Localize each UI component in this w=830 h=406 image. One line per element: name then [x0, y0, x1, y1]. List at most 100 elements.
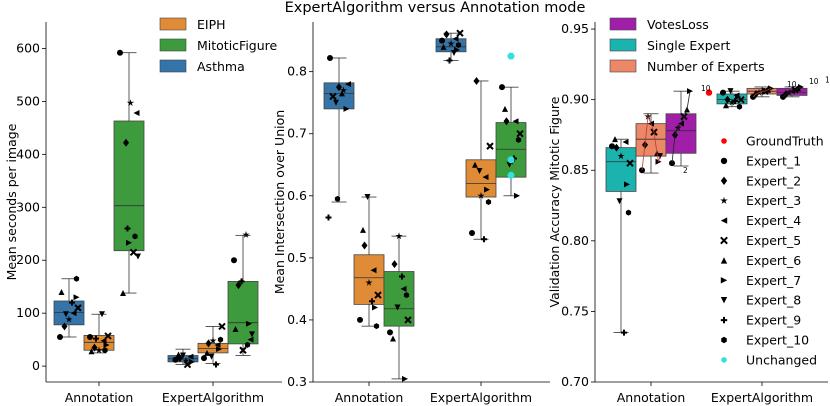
data-point [70, 310, 77, 317]
data-point [482, 174, 489, 181]
y-tick-label: 0.6 [287, 188, 307, 203]
data-point [390, 335, 396, 342]
box-mitoticfigure-expertalgorithm [495, 84, 527, 199]
data-point [135, 253, 141, 260]
data-point [360, 226, 366, 233]
y-tick-label: 0.5 [287, 250, 307, 265]
unchanged-point [507, 52, 515, 60]
point-annotation: 2 [683, 166, 688, 175]
data-point [639, 167, 645, 174]
data-point [239, 346, 247, 354]
data-point [357, 316, 363, 323]
legend-label: Expert_9 [746, 313, 801, 328]
y-axis-label: Mean Intersection over Union [272, 110, 287, 294]
box-eiph-annotation [83, 311, 115, 355]
data-point [732, 98, 738, 105]
box-votesloss-annotation [665, 88, 697, 167]
legend-swatch [159, 38, 187, 52]
data-point [327, 55, 333, 61]
box-body [495, 122, 527, 178]
data-point [612, 136, 618, 143]
point-annotation: 10 [809, 77, 819, 86]
unchanged-point [507, 156, 515, 164]
box-body [113, 120, 145, 252]
data-point [370, 267, 377, 274]
data-point [446, 57, 453, 64]
legend-marker [720, 297, 728, 304]
legend-marker [721, 336, 727, 344]
data-point [133, 110, 140, 117]
data-point [481, 236, 487, 243]
data-point [404, 316, 412, 324]
data-point [609, 143, 615, 150]
data-point [102, 347, 108, 354]
data-point [624, 181, 630, 188]
data-point [325, 214, 332, 221]
legend-swatch [609, 59, 637, 73]
data-point [486, 142, 494, 150]
legend-swatch [609, 17, 637, 31]
legend-marker [721, 357, 727, 363]
data-point [235, 281, 242, 290]
data-point [447, 39, 455, 47]
marker-legend-item-expert-5: Expert_5 [720, 233, 801, 248]
legend-label: Expert_4 [746, 213, 801, 228]
legend-swatch [159, 17, 187, 31]
x-tick-label: ExpertAlgorithm [711, 390, 813, 405]
y-tick-label: 0 [32, 358, 40, 373]
x-tick-label: ExpertAlgorithm [430, 390, 532, 405]
data-point [187, 353, 194, 360]
data-point [687, 88, 693, 95]
data-point [514, 192, 520, 199]
y-tick-label: 0.70 [561, 374, 589, 389]
data-point [218, 322, 226, 331]
box-asthma-expertalgorithm [167, 348, 199, 369]
data-point [244, 341, 251, 348]
data-point [73, 275, 80, 282]
data-point [333, 99, 339, 106]
data-point [484, 186, 490, 193]
data-point [469, 230, 475, 237]
data-point [736, 103, 743, 110]
box-mitoticfigure-expertalgorithm [227, 231, 259, 356]
legend-label: Expert_10 [746, 333, 809, 348]
data-point [439, 37, 445, 44]
y-tick-label: 0.3 [287, 374, 307, 389]
data-point [512, 118, 519, 125]
series-trend-line [671, 91, 691, 164]
data-point [394, 304, 401, 311]
data-point [516, 130, 524, 138]
data-point [625, 209, 632, 216]
data-point [214, 341, 221, 348]
data-point [88, 348, 95, 355]
x-tick-label: Annotation [335, 390, 404, 405]
box-eiph-expertalgorithm [197, 322, 229, 368]
data-point [58, 289, 65, 295]
y-tick-label: 600 [16, 40, 40, 55]
box-asthma-annotation [323, 55, 355, 221]
data-point [57, 334, 63, 340]
data-point [63, 311, 69, 318]
data-point [364, 194, 371, 201]
data-point [735, 93, 741, 100]
legend-label: Expert_8 [746, 293, 801, 308]
data-point [247, 336, 254, 343]
legend-item-single-expert: Single Expert [609, 38, 730, 53]
data-point [99, 311, 105, 318]
data-point [613, 143, 620, 152]
legend-marker [720, 257, 728, 264]
data-point [205, 339, 212, 348]
data-point [402, 375, 408, 382]
data-point [238, 278, 245, 285]
legend-label: Expert_2 [746, 173, 801, 188]
data-point [515, 136, 522, 143]
box-votesloss-expertalgorithm [776, 83, 808, 100]
data-point [213, 361, 219, 368]
x-tick-label: Annotation [65, 390, 134, 405]
data-point [365, 278, 373, 286]
data-point [399, 273, 405, 280]
data-point [69, 299, 75, 306]
marker-legend-item-expert-4: Expert_4 [720, 213, 801, 228]
